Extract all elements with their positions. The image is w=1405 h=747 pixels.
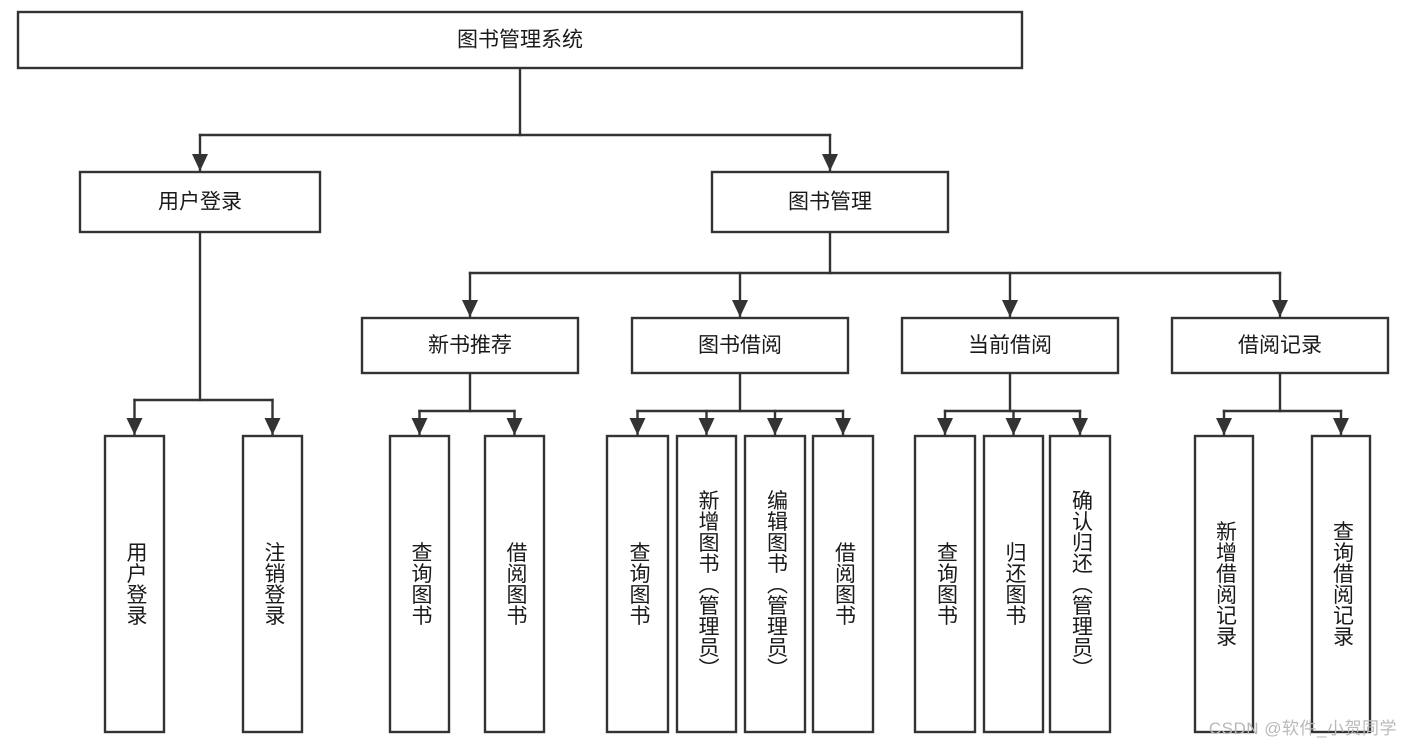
node-leaf-query-book-rec[interactable]: 查询图书: [388, 434, 451, 734]
node-borrow-record[interactable]: 借阅记录: [1170, 316, 1390, 375]
node-leaf-user-logout-box[interactable]: [241, 434, 304, 734]
node-leaf-confirm-return-admin[interactable]: 确认归还（管理员）: [1048, 434, 1112, 734]
node-leaf-query-book-bb-box[interactable]: [605, 434, 670, 734]
node-root-root-box[interactable]: [16, 10, 1024, 70]
node-book-borrow-label: 图书借阅: [698, 334, 782, 357]
node-leaf-add-borrow-record-box[interactable]: [1193, 434, 1255, 734]
node-new-book-rec-box[interactable]: [360, 316, 580, 375]
node-leaf-query-book-bb[interactable]: 查询图书: [605, 434, 670, 734]
node-leaf-query-book-rec-box[interactable]: [388, 434, 451, 734]
node-leaf-confirm-return-admin-label: 确认归还（管理员）: [1069, 490, 1093, 679]
node-leaf-borrow-book-bb-box[interactable]: [811, 434, 875, 734]
node-current-borrow-box[interactable]: [900, 316, 1120, 375]
node-user-login[interactable]: 用户登录: [78, 170, 322, 234]
node-leaf-edit-book-admin-label: 编辑图书（管理员）: [764, 490, 788, 679]
node-leaf-user-login-label: 用户登录: [124, 542, 148, 626]
node-leaf-query-borrow-record[interactable]: 查询借阅记录: [1310, 434, 1372, 734]
node-root-root[interactable]: 图书管理系统: [16, 10, 1024, 70]
node-root-root-label: 图书管理系统: [457, 29, 583, 52]
node-book-borrow[interactable]: 图书借阅: [630, 316, 850, 375]
node-leaf-confirm-return-admin-box[interactable]: [1048, 434, 1112, 734]
node-leaf-add-book-admin[interactable]: 新增图书（管理员）: [675, 434, 738, 734]
node-leaf-query-borrow-record-label: 查询借阅记录: [1330, 521, 1354, 647]
node-leaf-user-login-box[interactable]: [103, 434, 166, 734]
node-borrow-record-label: 借阅记录: [1238, 334, 1322, 357]
node-leaf-user-logout[interactable]: 注销登录: [241, 434, 304, 734]
node-current-borrow-label: 当前借阅: [968, 334, 1052, 357]
node-leaf-query-book-rec-label: 查询图书: [409, 542, 433, 626]
nodes-layer: 图书管理系统用户登录图书管理新书推荐图书借阅当前借阅借阅记录用户登录注销登录查询…: [16, 10, 1390, 734]
node-user-login-label: 用户登录: [158, 191, 242, 214]
node-new-book-rec-label: 新书推荐: [428, 334, 512, 357]
node-new-book-rec[interactable]: 新书推荐: [360, 316, 580, 375]
node-leaf-add-borrow-record[interactable]: 新增借阅记录: [1193, 434, 1255, 734]
node-book-manage-box[interactable]: [710, 170, 950, 234]
node-leaf-borrow-book-rec-box[interactable]: [483, 434, 546, 734]
node-user-login-box[interactable]: [78, 170, 322, 234]
node-book-manage-label: 图书管理: [788, 191, 872, 214]
node-leaf-return-book-label: 归还图书: [1003, 542, 1027, 626]
connectors-layer: [126, 66, 1349, 437]
node-leaf-add-borrow-record-label: 新增借阅记录: [1213, 521, 1237, 647]
node-leaf-borrow-book-bb[interactable]: 借阅图书: [811, 434, 875, 734]
node-leaf-return-book[interactable]: 归还图书: [982, 434, 1045, 734]
node-leaf-user-login[interactable]: 用户登录: [103, 434, 166, 734]
node-leaf-borrow-book-rec[interactable]: 借阅图书: [483, 434, 546, 734]
node-borrow-record-box[interactable]: [1170, 316, 1390, 375]
node-leaf-user-logout-label: 注销登录: [262, 542, 286, 626]
node-leaf-borrow-book-bb-label: 借阅图书: [832, 542, 856, 626]
node-leaf-borrow-book-rec-label: 借阅图书: [504, 542, 528, 626]
node-leaf-query-book-cb-box[interactable]: [913, 434, 977, 734]
node-book-manage[interactable]: 图书管理: [710, 170, 950, 234]
node-current-borrow[interactable]: 当前借阅: [900, 316, 1120, 375]
node-leaf-add-book-admin-label: 新增图书（管理员）: [696, 490, 720, 679]
node-leaf-query-book-cb[interactable]: 查询图书: [913, 434, 977, 734]
node-leaf-return-book-box[interactable]: [982, 434, 1045, 734]
node-leaf-query-book-bb-label: 查询图书: [627, 542, 651, 626]
node-leaf-query-borrow-record-box[interactable]: [1310, 434, 1372, 734]
node-book-borrow-box[interactable]: [630, 316, 850, 375]
node-leaf-query-book-cb-label: 查询图书: [934, 542, 958, 626]
node-leaf-edit-book-admin[interactable]: 编辑图书（管理员）: [743, 434, 807, 734]
node-leaf-add-book-admin-box[interactable]: [675, 434, 738, 734]
node-leaf-edit-book-admin-box[interactable]: [743, 434, 807, 734]
